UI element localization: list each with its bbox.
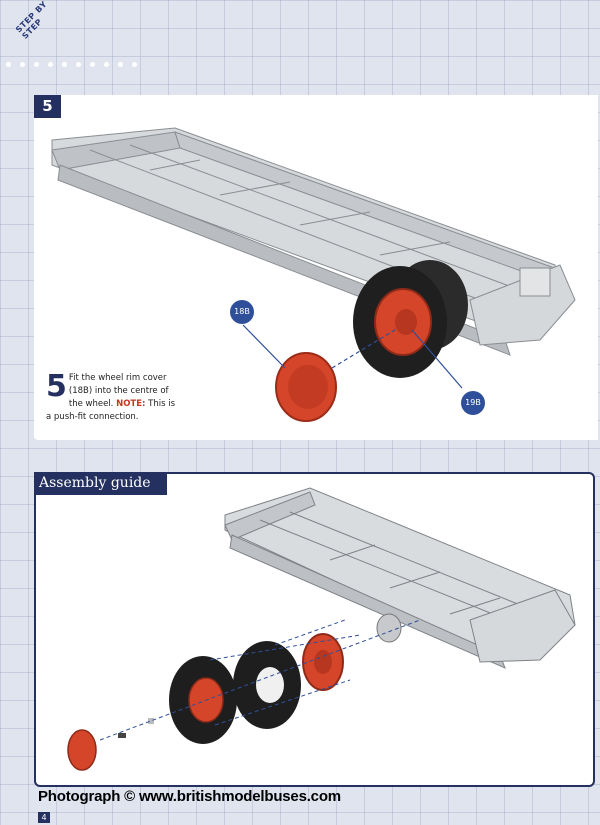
assembly-guide-title: Assembly guide xyxy=(34,472,167,495)
step-instruction: 5 Fit the wheel rim cover (18B) into the… xyxy=(46,372,176,424)
page-number: 4 xyxy=(38,812,50,823)
part-label-19b: 19B xyxy=(461,391,485,415)
note-label: NOTE: xyxy=(116,399,146,409)
instruction-text: Fit the wheel rim cover (18B) into the c… xyxy=(68,373,169,409)
note-text: This is a push-fit connection. xyxy=(46,399,176,422)
instruction-number: 5 xyxy=(46,369,67,404)
part-label-18b: 18B xyxy=(230,300,254,324)
photo-credit: Photograph © www.britishmodelbuses.com xyxy=(38,788,341,805)
step-number-badge: 5 xyxy=(34,95,61,118)
decorative-dots xyxy=(6,62,137,67)
